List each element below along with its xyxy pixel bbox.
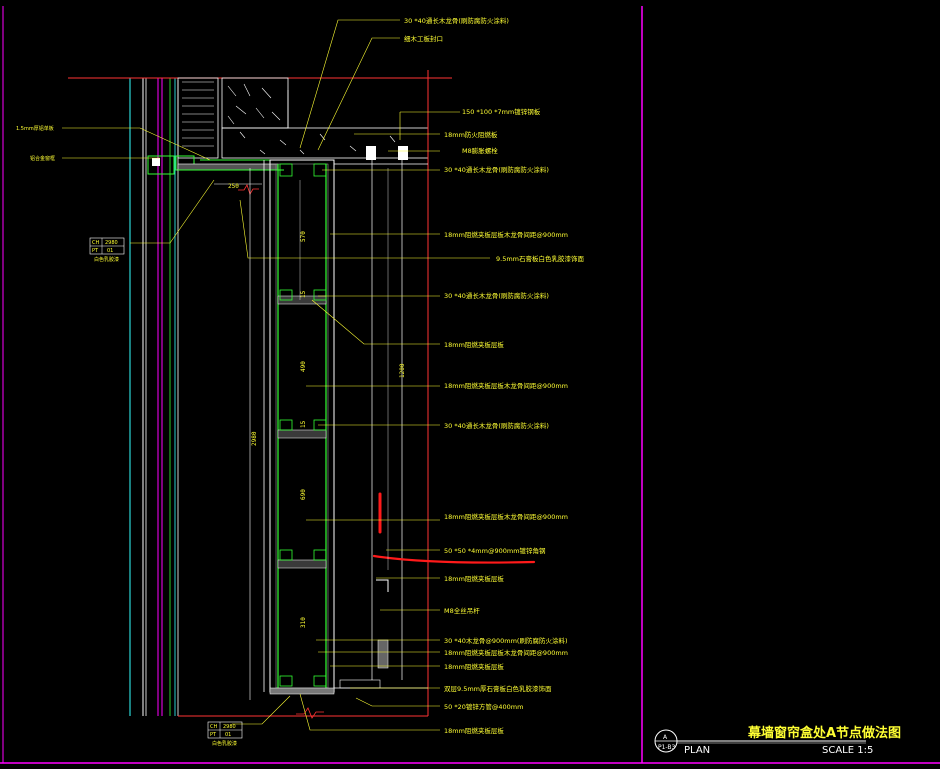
callout-11: 30 *40通长木龙骨(刷防腐防火涂料) <box>444 421 549 430</box>
callout-5: 30 *40通长木龙骨(刷防腐防火涂料) <box>444 165 549 174</box>
callout-1: 细木工板封口 <box>404 34 443 43</box>
callout-20: 50 *20镀锌方管@400mm <box>444 702 523 711</box>
callout-left-1: 铝合金窗框 <box>30 155 55 162</box>
title-bubble-top: A <box>663 734 668 741</box>
leader-lines-left <box>62 127 291 725</box>
callout-15: M8全丝吊杆 <box>444 606 480 615</box>
tag-2-r1c2: 2980 <box>223 724 236 730</box>
hanger-rods <box>366 146 408 680</box>
callout-12: 18mm阻燃夹板层板木龙骨间距@900mm <box>444 512 568 521</box>
callout-0: 30 *40通长木龙骨(刷防腐防火涂料) <box>404 16 509 25</box>
dimension-texts: 250 2980 570 15 490 15 690 310 1200 <box>228 183 406 628</box>
tag-1-r1c2: 2980 <box>105 240 118 246</box>
dim-seg4: 15 <box>300 420 307 428</box>
title-plan: PLAN <box>684 745 710 756</box>
dim-seg1: 570 <box>300 231 307 242</box>
title-text: 幕墙窗帘盒处A节点做法图 <box>747 725 901 741</box>
leader-lines-right <box>239 19 490 731</box>
dim-seg6: 310 <box>300 617 307 628</box>
dim-hanger: 1200 <box>399 363 406 378</box>
tag-1-r2c2: 01 <box>107 248 113 254</box>
callout-7: 9.5mm石膏板白色乳胶漆饰面 <box>496 254 585 263</box>
slab-section <box>68 70 452 716</box>
callout-left-0: 1.5mm厚铝单板 <box>16 125 54 132</box>
tag-1-caption: 白色乳胶漆 <box>94 256 119 263</box>
sheet-frame <box>0 6 940 764</box>
red-markup <box>238 184 536 719</box>
callout-16: 30 *40木龙骨@900mm(刷防腐防火涂料) <box>444 636 568 645</box>
tag-2-r2c2: 01 <box>225 732 231 738</box>
tag-2-r2c1: PT <box>210 732 217 738</box>
curtain-box <box>263 159 428 695</box>
tag-2-caption: 白色乳胶漆 <box>212 740 237 747</box>
callout-19: 双层9.5mm厚石膏板白色乳胶漆饰面 <box>444 684 552 693</box>
dim-seg5: 690 <box>300 489 307 500</box>
callout-4: M8膨胀螺栓 <box>462 146 498 155</box>
tag-2-r1c1: CH <box>210 724 217 730</box>
title-scale: SCALE 1:5 <box>822 745 873 756</box>
callout-18: 18mm阻燃夹板层板 <box>444 662 504 671</box>
title-bubble-bottom: P1-B3 <box>658 744 676 751</box>
callout-3: 18mm防火阻燃板 <box>444 130 498 139</box>
material-tag-1: CH 2980 PT 01 白色乳胶漆 <box>89 237 125 263</box>
dim-top-short: 250 <box>228 183 239 190</box>
callout-6: 18mm阻燃夹板层板木龙骨间距@900mm <box>444 230 568 239</box>
dim-seg3: 490 <box>300 361 307 372</box>
callouts-right: 30 *40通长木龙骨(刷防腐防火涂料) 细木工板封口 150 *100 *7m… <box>404 16 585 735</box>
dim-overall: 2980 <box>251 431 258 446</box>
material-tag-2: CH 2980 PT 01 白色乳胶漆 <box>207 721 243 747</box>
title-block: A P1-B3 幕墙窗帘盒处A节点做法图 PLAN SCALE 1:5 <box>654 725 901 756</box>
callout-17: 18mm阻燃夹板层板木龙骨间距@900mm <box>444 648 568 657</box>
callout-9: 18mm阻燃夹板层板 <box>444 340 504 349</box>
tag-1-r1c1: CH <box>92 240 99 246</box>
callouts-left: 1.5mm厚铝单板 铝合金窗框 <box>16 125 55 162</box>
dim-seg2: 15 <box>300 290 307 298</box>
callout-2: 150 *100 *7mm镀锌钢板 <box>462 107 541 116</box>
dimensions <box>178 168 428 717</box>
callout-13: 50 *50 *4mm@900mm镀锌角钢 <box>444 546 546 555</box>
tag-1-r2c1: PT <box>92 248 99 254</box>
callout-14: 18mm阻燃夹板层板 <box>444 574 504 583</box>
curtain-wall-mullions <box>129 78 179 716</box>
callout-21: 18mm阻燃夹板层板 <box>444 726 504 735</box>
callout-8: 30 *40通长木龙骨(刷防腐防火涂料) <box>444 291 549 300</box>
callout-10: 18mm阻燃夹板层板木龙骨间距@900mm <box>444 381 568 390</box>
